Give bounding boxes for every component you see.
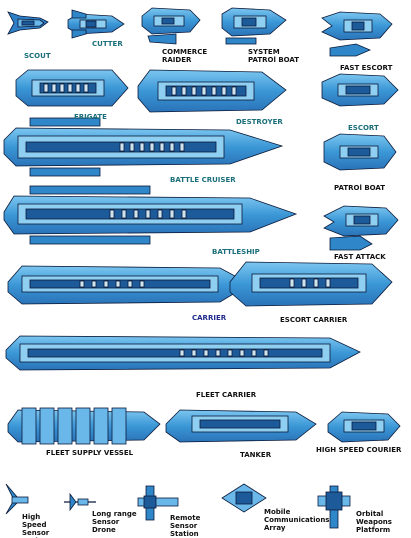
fast-escort-ship — [321, 11, 393, 57]
patrol-boat-ship — [323, 133, 397, 171]
comms-array-ship — [221, 483, 267, 513]
system-patrol-boat-ship — [221, 7, 287, 45]
label-scout: SCOUT — [24, 52, 51, 60]
fleet-supply-vessel-ship — [7, 407, 161, 445]
label-fast-escort: FAST ESCORT — [340, 64, 393, 72]
label-battle-cruiser: BATTLE CRUISER — [170, 176, 236, 184]
label-fast-attack: FAST ATTACK — [334, 253, 386, 261]
label-escort-carrier: ESCORT CARRIER — [280, 316, 348, 324]
label-orbital-weapons-platform: Orbital Weapons Platform — [356, 510, 392, 534]
label-carrier: CARRIER — [192, 314, 227, 322]
tanker-ship — [165, 409, 317, 443]
cutter-ship — [67, 9, 125, 39]
carrier-ship — [7, 265, 251, 305]
label-commerce-raider: COMMERCE RAIDER — [162, 48, 208, 64]
sensor-station-ship — [137, 485, 179, 521]
commerce-raider-ship — [141, 7, 201, 45]
fast-attack-ship — [323, 205, 399, 251]
destroyer-ship — [137, 69, 287, 113]
label-destroyer: DESTROYER — [236, 118, 283, 126]
sensor-probe-ship — [5, 483, 29, 515]
label-high-speed-courier: HIGH SPEED COURIER — [316, 446, 402, 454]
label-patrol-boat: PATROl BOAT — [334, 184, 386, 192]
high-speed-courier-ship — [327, 411, 401, 443]
label-system-patrol-boat: SYSTEM PATROl BOAT — [248, 48, 300, 64]
fleet-carrier-ship — [5, 335, 361, 371]
label-fleet-supply-vessel: FLEET SUPPLY VESSEL — [46, 449, 134, 457]
label-remote-sensor-station: Remote Sensor Station — [170, 514, 201, 538]
label-fleet-carrier: FLEET CARRIER — [196, 391, 257, 399]
label-cutter: CUTTER — [92, 40, 123, 48]
weapons-platform-ship — [317, 485, 351, 529]
battleship-ship — [3, 185, 298, 245]
frigate-ship — [15, 69, 129, 107]
escort-ship — [321, 73, 399, 107]
scout-ship — [7, 11, 49, 35]
label-mobile-communications-array: Mobile Communications Array — [264, 508, 330, 532]
escort-carrier-ship — [229, 261, 393, 307]
label-long-range-sensor-drone: Long range Sensor Drone — [92, 510, 137, 534]
battle-cruiser-ship — [3, 117, 284, 177]
label-battleship: BATTLESHIP — [212, 248, 260, 256]
label-tanker: TANKER — [240, 451, 272, 459]
label-escort: ESCORT — [348, 124, 379, 132]
label-high-speed-sensor-probe: High Speed Sensor Probe — [22, 513, 50, 538]
sensor-drone-ship — [64, 492, 96, 512]
label-frigate: FRIGATE — [74, 113, 107, 121]
